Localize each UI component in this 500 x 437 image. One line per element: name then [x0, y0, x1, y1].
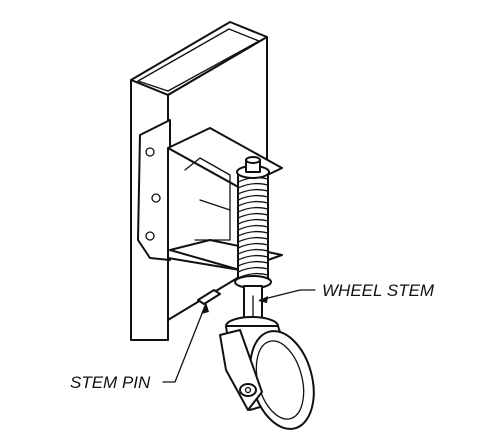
wheel-stem-label: WHEEL STEM — [322, 281, 435, 300]
stem-pin-callout: STEM PIN — [70, 302, 209, 392]
spring-coil — [237, 188, 269, 195]
spring-coil — [237, 248, 269, 255]
spring-coil — [237, 230, 269, 237]
stem-pin-label: STEM PIN — [70, 373, 151, 392]
caster-assembly — [219, 316, 315, 430]
compression-spring — [234, 156, 272, 289]
spring-coil — [237, 182, 269, 189]
spring-coil — [237, 260, 269, 267]
spring-coil — [237, 254, 269, 261]
spring-coil — [237, 200, 269, 207]
bolt-hole — [151, 193, 161, 203]
stem-pin — [197, 289, 221, 305]
mounting-bracket — [137, 119, 283, 271]
bolt-hole — [145, 231, 155, 241]
wheel-stem-callout: WHEEL STEM — [258, 281, 435, 303]
spring-coil — [237, 242, 269, 249]
spring-coil — [237, 266, 269, 273]
spring-coil — [237, 212, 269, 219]
spring-coil — [237, 224, 269, 231]
spring-coil — [237, 236, 269, 243]
bolt-hole — [145, 147, 155, 157]
spring-coil — [237, 194, 269, 201]
spring-coil — [237, 218, 269, 225]
spring-coil — [237, 206, 269, 213]
